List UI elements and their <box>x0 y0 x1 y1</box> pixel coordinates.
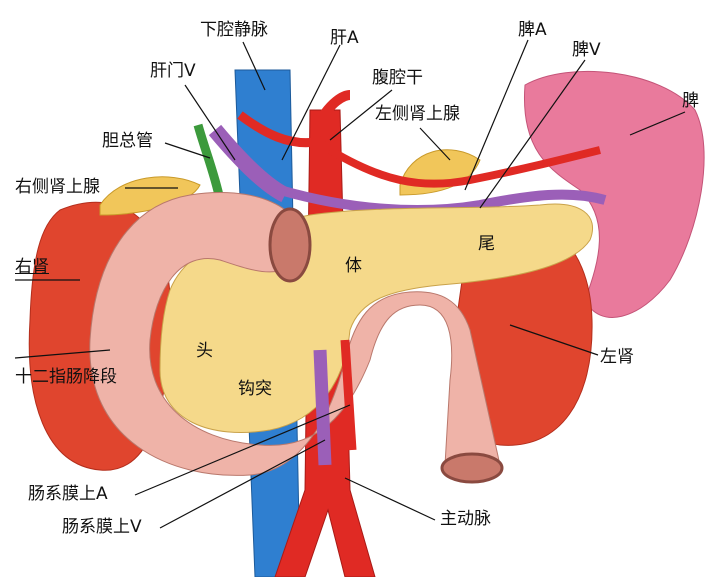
superior-mesenteric-artery <box>340 339 357 451</box>
label-portal-vein: 肝门V <box>150 61 196 81</box>
label-pancreas-body: 体 <box>345 256 362 276</box>
celiac-trunk <box>310 90 351 133</box>
portal-vein <box>208 124 289 203</box>
hepatic-artery <box>237 111 327 148</box>
label-superior-mesenteric-vein: 肠系膜上V <box>62 517 142 537</box>
label-inferior-vena-cava: 下腔静脉 <box>200 20 268 40</box>
label-common-bile-duct: 胆总管 <box>102 131 153 151</box>
label-spleen: 脾 <box>682 91 699 111</box>
label-descending-duodenum: 十二指肠降段 <box>15 367 117 387</box>
right-adrenal <box>99 176 201 216</box>
duodenum-opening <box>268 207 312 283</box>
label-superior-mesenteric-artery: 肠系膜上A <box>28 484 108 504</box>
label-right-kidney: 右肾 <box>15 257 49 277</box>
label-pancreas-head: 头 <box>196 341 213 361</box>
label-splenic-vein: 脾V <box>572 40 601 60</box>
label-hepatic-artery: 肝A <box>330 28 359 48</box>
label-uncinate-process: 钩突 <box>238 379 272 399</box>
label-splenic-artery: 脾A <box>518 20 547 40</box>
label-right-adrenal: 右侧肾上腺 <box>15 177 100 197</box>
label-aorta: 主动脉 <box>440 509 491 529</box>
label-pancreas-tail: 尾 <box>478 234 495 254</box>
splenic-artery <box>327 146 601 188</box>
leader-lines <box>14 39 686 529</box>
jejunum-opening <box>440 452 504 484</box>
splenic-vein <box>278 185 607 215</box>
label-celiac-trunk: 腹腔干 <box>372 68 423 88</box>
superior-mesenteric-vein <box>313 349 332 466</box>
label-left-adrenal: 左侧肾上腺 <box>375 104 460 124</box>
spleen <box>523 70 705 318</box>
label-left-kidney: 左肾 <box>600 347 634 367</box>
left-adrenal <box>399 149 481 196</box>
